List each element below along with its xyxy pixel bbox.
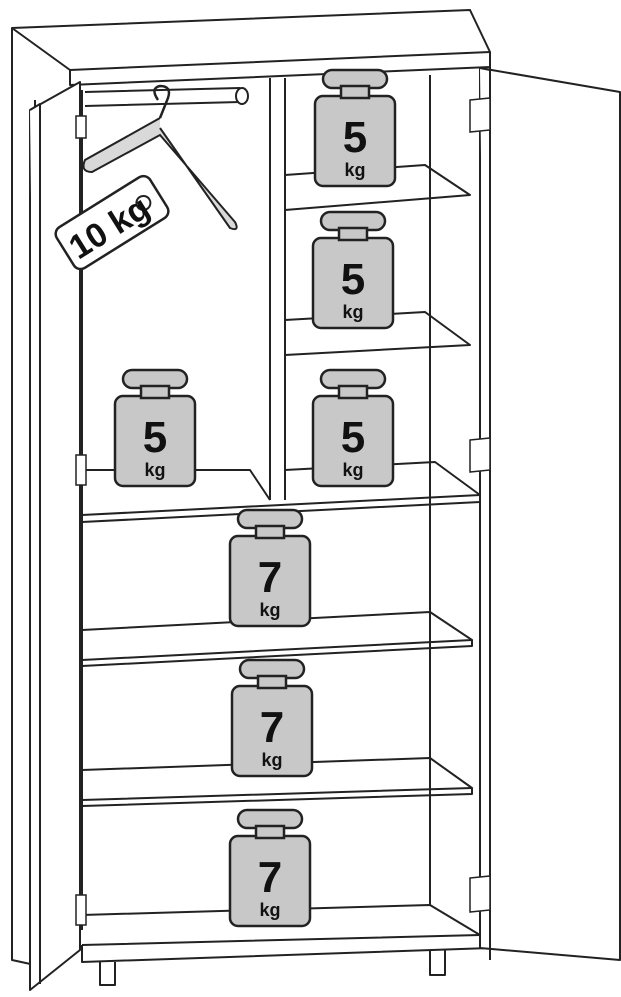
weight-unit: kg bbox=[342, 460, 363, 480]
weight-unit: kg bbox=[144, 460, 165, 480]
weight-mid-right: 5kg bbox=[313, 370, 393, 486]
weight-unit: kg bbox=[259, 900, 280, 920]
weight-value: 5 bbox=[341, 413, 365, 462]
weight-unit: kg bbox=[344, 160, 365, 180]
weight-unit: kg bbox=[259, 600, 280, 620]
weight-mid-left: 5kg bbox=[115, 370, 195, 486]
weight-unit: kg bbox=[261, 750, 282, 770]
weight-lower-2: 7kg bbox=[232, 660, 312, 776]
weight-lower-1: 7kg bbox=[230, 510, 310, 626]
weight-value: 7 bbox=[258, 853, 282, 902]
weight-unit: kg bbox=[342, 302, 363, 322]
weight-value: 5 bbox=[343, 113, 367, 162]
weight-value: 5 bbox=[341, 255, 365, 304]
weight-top-right-2: 5kg bbox=[313, 212, 393, 328]
weight-value: 5 bbox=[143, 413, 167, 462]
weight-lower-3: 7kg bbox=[230, 810, 310, 926]
weight-value: 7 bbox=[260, 703, 284, 752]
weight-value: 7 bbox=[258, 553, 282, 602]
weight-top-right-1: 5kg bbox=[315, 70, 395, 186]
